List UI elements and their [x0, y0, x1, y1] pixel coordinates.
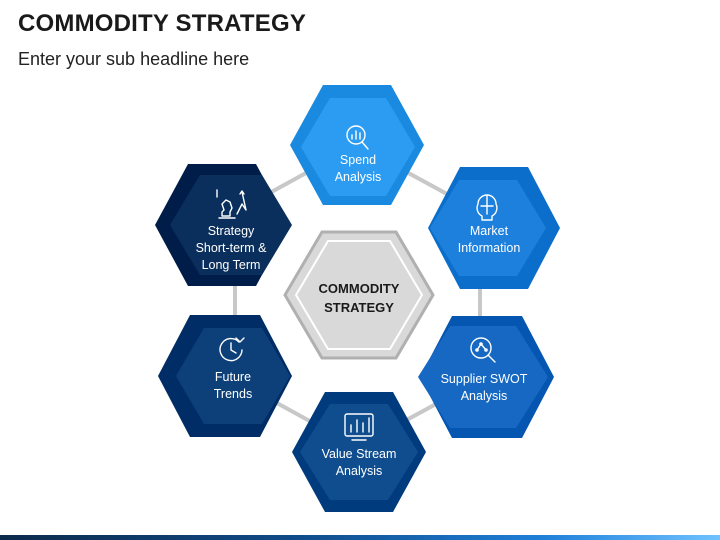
node-label-strategy-1: Strategy — [208, 224, 255, 238]
node-label-supplier-swot-1: Supplier SWOT — [441, 372, 528, 386]
chess-strategy-icon — [216, 189, 247, 219]
slide-subtitle: Enter your sub headline here — [18, 49, 250, 69]
node-label-value-stream-2: Analysis — [336, 464, 383, 478]
node-label-future-trends-1: Future — [215, 370, 251, 384]
node-label-market-information-1: Market — [470, 224, 509, 238]
node-label-supplier-swot-2: Analysis — [461, 389, 508, 403]
node-label-spend-analysis-2: Analysis — [335, 170, 382, 184]
node-label-strategy-3: Long Term — [202, 258, 261, 272]
node-market-information[interactable]: Market Information — [428, 167, 560, 289]
magnifier-network-icon — [470, 337, 496, 363]
center-label-line1: COMMODITY — [319, 281, 400, 296]
center-hexagon: COMMODITY STRATEGY — [283, 230, 435, 360]
node-strategy-short-long[interactable]: Strategy Short-term & Long Term — [155, 164, 292, 286]
node-label-future-trends-2: Trends — [214, 387, 252, 401]
node-label-market-information-2: Information — [458, 241, 521, 255]
slide-title: COMMODITY STRATEGY — [18, 10, 307, 37]
node-label-spend-analysis-1: Spend — [340, 153, 376, 167]
brain-chart-icon — [476, 194, 498, 221]
center-label-line2: STRATEGY — [324, 300, 394, 315]
node-label-value-stream-1: Value Stream — [322, 447, 397, 461]
clock-arrow-icon — [219, 337, 245, 362]
node-spend-analysis[interactable]: Spend Analysis — [290, 85, 424, 205]
bottom-accent-bar — [0, 535, 720, 540]
node-supplier-swot-analysis[interactable]: Supplier SWOT Analysis — [418, 316, 554, 438]
node-future-trends[interactable]: Future Trends — [158, 315, 292, 437]
dashboard-chart-icon — [344, 413, 374, 441]
node-label-strategy-2: Short-term & — [196, 241, 268, 255]
node-value-stream-analysis[interactable]: Value Stream Analysis — [292, 392, 426, 512]
magnifier-chart-icon — [346, 125, 369, 150]
